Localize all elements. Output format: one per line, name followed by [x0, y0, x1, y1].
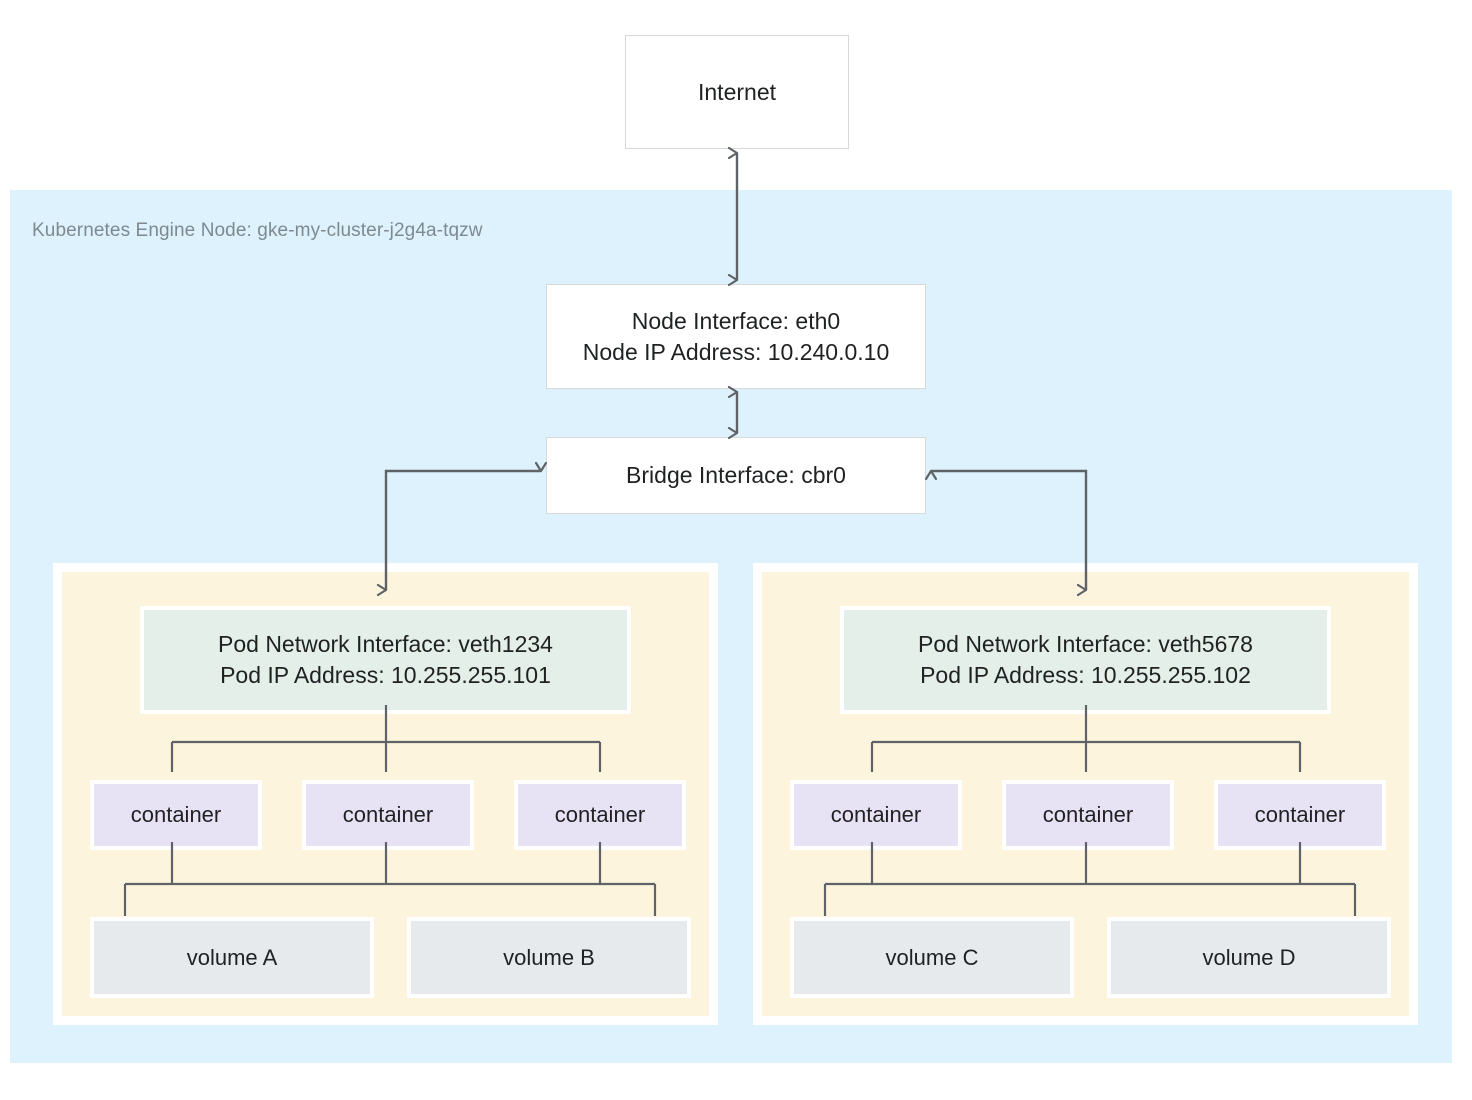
volume-label: volume B	[503, 944, 595, 970]
node-interface-name: Node Interface: eth0	[631, 307, 841, 334]
pod-group-left: Pod Network Interface: veth1234 Pod IP A…	[53, 563, 718, 1025]
volume-box: volume C	[790, 917, 1074, 998]
container-label: container	[830, 802, 922, 827]
volume-box: volume B	[407, 917, 691, 998]
volume-label: volume A	[186, 944, 278, 970]
pod-group-right: Pod Network Interface: veth5678 Pod IP A…	[753, 563, 1418, 1025]
container-box: container	[90, 780, 262, 850]
pod-ip-address: Pod IP Address: 10.255.255.102	[920, 662, 1251, 688]
internet-label: Internet	[698, 78, 776, 105]
pod-ip-address: Pod IP Address: 10.255.255.101	[220, 662, 551, 688]
container-box: container	[302, 780, 474, 850]
pod-network-interface-box-right: Pod Network Interface: veth5678 Pod IP A…	[840, 606, 1331, 714]
volume-box: volume A	[90, 917, 374, 998]
pod-network-interface-name: Pod Network Interface: veth5678	[918, 631, 1253, 657]
volume-label: volume D	[1202, 944, 1296, 970]
container-box: container	[1214, 780, 1386, 850]
container-label: container	[554, 802, 646, 827]
kubernetes-node-label: Kubernetes Engine Node: gke-my-cluster-j…	[32, 220, 483, 241]
container-box: container	[1002, 780, 1174, 850]
container-box: container	[790, 780, 962, 850]
container-label: container	[342, 802, 434, 827]
bridge-interface-label: Bridge Interface: cbr0	[626, 462, 846, 488]
volume-box: volume D	[1107, 917, 1391, 998]
container-box: container	[514, 780, 686, 850]
volume-label: volume C	[885, 944, 979, 970]
pod-network-interface-name: Pod Network Interface: veth1234	[218, 631, 553, 657]
internet-box: Internet	[625, 35, 849, 149]
container-label: container	[1042, 802, 1134, 827]
node-ip-address: Node IP Address: 10.240.0.10	[582, 338, 890, 365]
node-interface-box: Node Interface: eth0 Node IP Address: 10…	[546, 284, 926, 389]
pod-network-interface-box-left: Pod Network Interface: veth1234 Pod IP A…	[140, 606, 631, 714]
container-label: container	[1254, 802, 1346, 827]
container-label: container	[130, 802, 222, 827]
bridge-interface-box: Bridge Interface: cbr0	[546, 437, 926, 514]
